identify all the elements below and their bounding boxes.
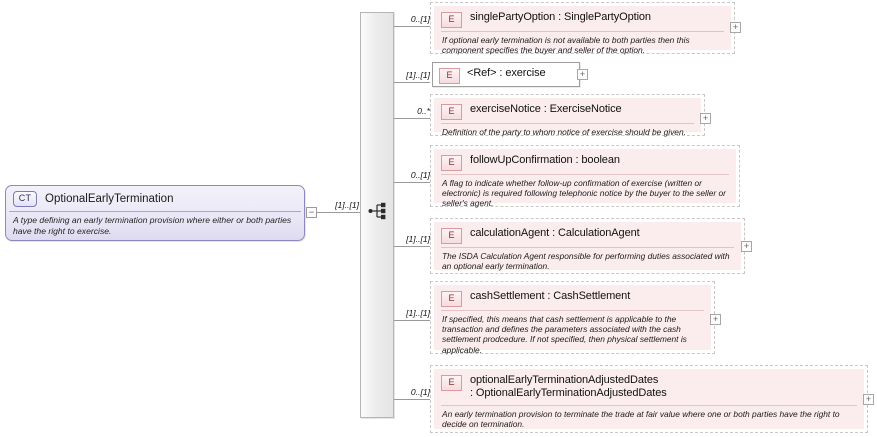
cardinality-child-5: [1]..[1]: [406, 308, 430, 318]
complex-type-header: CT OptionalEarlyTermination: [6, 186, 304, 211]
element-documentation-followupconfirmation: A flag to indicate whether follow-up con…: [442, 178, 726, 209]
element-badge-icon: E: [441, 104, 462, 120]
element-badge-icon: E: [441, 375, 462, 391]
element-inner-followupconfirmation: E followUpConfirmation : boolean A flag …: [434, 149, 736, 208]
cardinality-child-2: 0..*: [417, 106, 430, 116]
complex-type-documentation: A type defining an early termination pro…: [13, 215, 292, 236]
element-inner-ref-exercise: E <Ref> : exercise: [433, 63, 579, 86]
element-documentation-singlepartyoption: If optional early termination is not ava…: [442, 35, 690, 56]
element-divider: [441, 310, 704, 311]
element-name-cashsettlement: cashSettlement : CashSettlement: [470, 290, 631, 302]
connector-to-child-0: [394, 26, 430, 27]
element-name-followupconfirmation: followUpConfirmation : boolean: [470, 154, 620, 166]
connector-to-child-2: [394, 118, 430, 119]
connector-to-child-6: [394, 399, 430, 400]
connector-root-to-compositor: [317, 212, 360, 213]
element-divider: [441, 247, 734, 248]
element-header-followupconfirmation: E followUpConfirmation : boolean: [435, 150, 735, 173]
connector-to-child-3: [394, 182, 430, 183]
cardinality-child-1: [1]..[1]: [406, 70, 430, 80]
cardinality-child-6: 0..[1]: [410, 387, 430, 397]
element-name-singlepartyoption: singlePartyOption : SinglePartyOption: [470, 11, 651, 23]
sequence-icon[interactable]: [368, 202, 390, 220]
element-box-optionalearlyterminationadjusteddates[interactable]: E optionalEarlyTerminationAdjustedDates:…: [430, 365, 868, 433]
element-box-cashsettlement[interactable]: E cashSettlement : CashSettlement If spe…: [430, 281, 715, 355]
element-inner-cashsettlement: E cashSettlement : CashSettlement If spe…: [434, 285, 711, 355]
expand-icon-exercisenotice[interactable]: +: [700, 113, 711, 124]
element-divider: [441, 174, 729, 175]
element-divider: [441, 405, 857, 406]
element-divider: [441, 123, 694, 124]
element-badge-icon: E: [441, 12, 462, 28]
element-badge-icon: E: [441, 228, 462, 244]
element-name-left: optionalEarlyTerminationAdjustedDates: [470, 374, 659, 386]
expand-icon-singlepartyoption[interactable]: +: [730, 22, 741, 33]
complex-type-title: OptionalEarlyTermination: [45, 192, 174, 205]
element-inner-calculationagent: E calculationAgent : CalculationAgent Th…: [434, 222, 741, 271]
element-inner-singlepartyoption: E singlePartyOption : SinglePartyOption …: [434, 6, 731, 55]
connector-to-child-1: [394, 82, 430, 83]
element-header-calculationagent: E calculationAgent : CalculationAgent: [435, 223, 740, 246]
element-box-followupconfirmation[interactable]: E followUpConfirmation : boolean A flag …: [430, 145, 740, 208]
element-badge-icon: E: [441, 291, 462, 307]
element-documentation-exercisenotice: Definition of the party to whom notice o…: [442, 127, 686, 137]
element-documentation-calculationagent: The ISDA Calculation Agent responsible f…: [442, 251, 730, 272]
complex-type-badge-icon: CT: [13, 190, 37, 207]
element-name-right: : OptionalEarlyTerminationAdjustedDates: [470, 387, 667, 399]
element-name-exercisenotice: exerciseNotice : ExerciseNotice: [470, 103, 622, 115]
element-box-exercisenotice[interactable]: E exerciseNotice : ExerciseNotice Defini…: [430, 94, 705, 137]
element-box-singlepartyoption[interactable]: E singlePartyOption : SinglePartyOption …: [430, 2, 735, 55]
element-header-ref-exercise: E <Ref> : exercise: [433, 63, 579, 86]
connector-to-child-5: [394, 320, 430, 321]
element-header-optionalearlyterminationadjusteddates: E optionalEarlyTerminationAdjustedDates:…: [435, 370, 863, 402]
element-name-ref-exercise: <Ref> : exercise: [467, 67, 546, 79]
element-documentation-cashsettlement: If specified, this means that cash settl…: [442, 314, 687, 355]
cardinality-child-0: 0..[1]: [410, 14, 430, 24]
element-badge-icon: E: [439, 68, 460, 84]
expand-icon-calculationagent[interactable]: +: [741, 241, 752, 252]
element-documentation-optionalearlyterminationadjusteddates: An early termination provision to termin…: [442, 409, 840, 430]
complex-type-divider: [9, 211, 301, 212]
element-header-exercisenotice: E exerciseNotice : ExerciseNotice: [435, 99, 700, 122]
element-inner-exercisenotice: E exerciseNotice : ExerciseNotice Defini…: [434, 98, 701, 137]
element-box-ref-exercise[interactable]: E <Ref> : exercise: [432, 62, 580, 87]
element-header-cashsettlement: E cashSettlement : CashSettlement: [435, 286, 710, 309]
element-inner-optionalearlyterminationadjusteddates: E optionalEarlyTerminationAdjustedDates:…: [434, 369, 864, 429]
expand-icon-optionalearlyterminationadjusteddates[interactable]: +: [863, 394, 874, 405]
expand-icon-cashsettlement[interactable]: +: [710, 314, 721, 325]
element-box-calculationagent[interactable]: E calculationAgent : CalculationAgent Th…: [430, 218, 745, 274]
element-name-optionalearlyterminationadjusteddates: optionalEarlyTerminationAdjustedDates: O…: [470, 374, 857, 400]
cardinality-child-3: 0..[1]: [410, 170, 430, 180]
complex-type-box-optionalearlytermination[interactable]: CT OptionalEarlyTermination A type defin…: [5, 185, 305, 241]
element-badge-icon: E: [441, 155, 462, 171]
cardinality-compositor: [1]..[1]: [335, 200, 359, 210]
connector-to-child-4: [394, 246, 430, 247]
expand-icon-ref-exercise[interactable]: +: [577, 69, 588, 80]
element-header-singlepartyoption: E singlePartyOption : SinglePartyOption: [435, 7, 730, 30]
element-name-calculationagent: calculationAgent : CalculationAgent: [470, 227, 640, 239]
collapse-icon[interactable]: −: [306, 207, 317, 218]
cardinality-child-4: [1]..[1]: [406, 234, 430, 244]
element-divider: [441, 31, 724, 32]
